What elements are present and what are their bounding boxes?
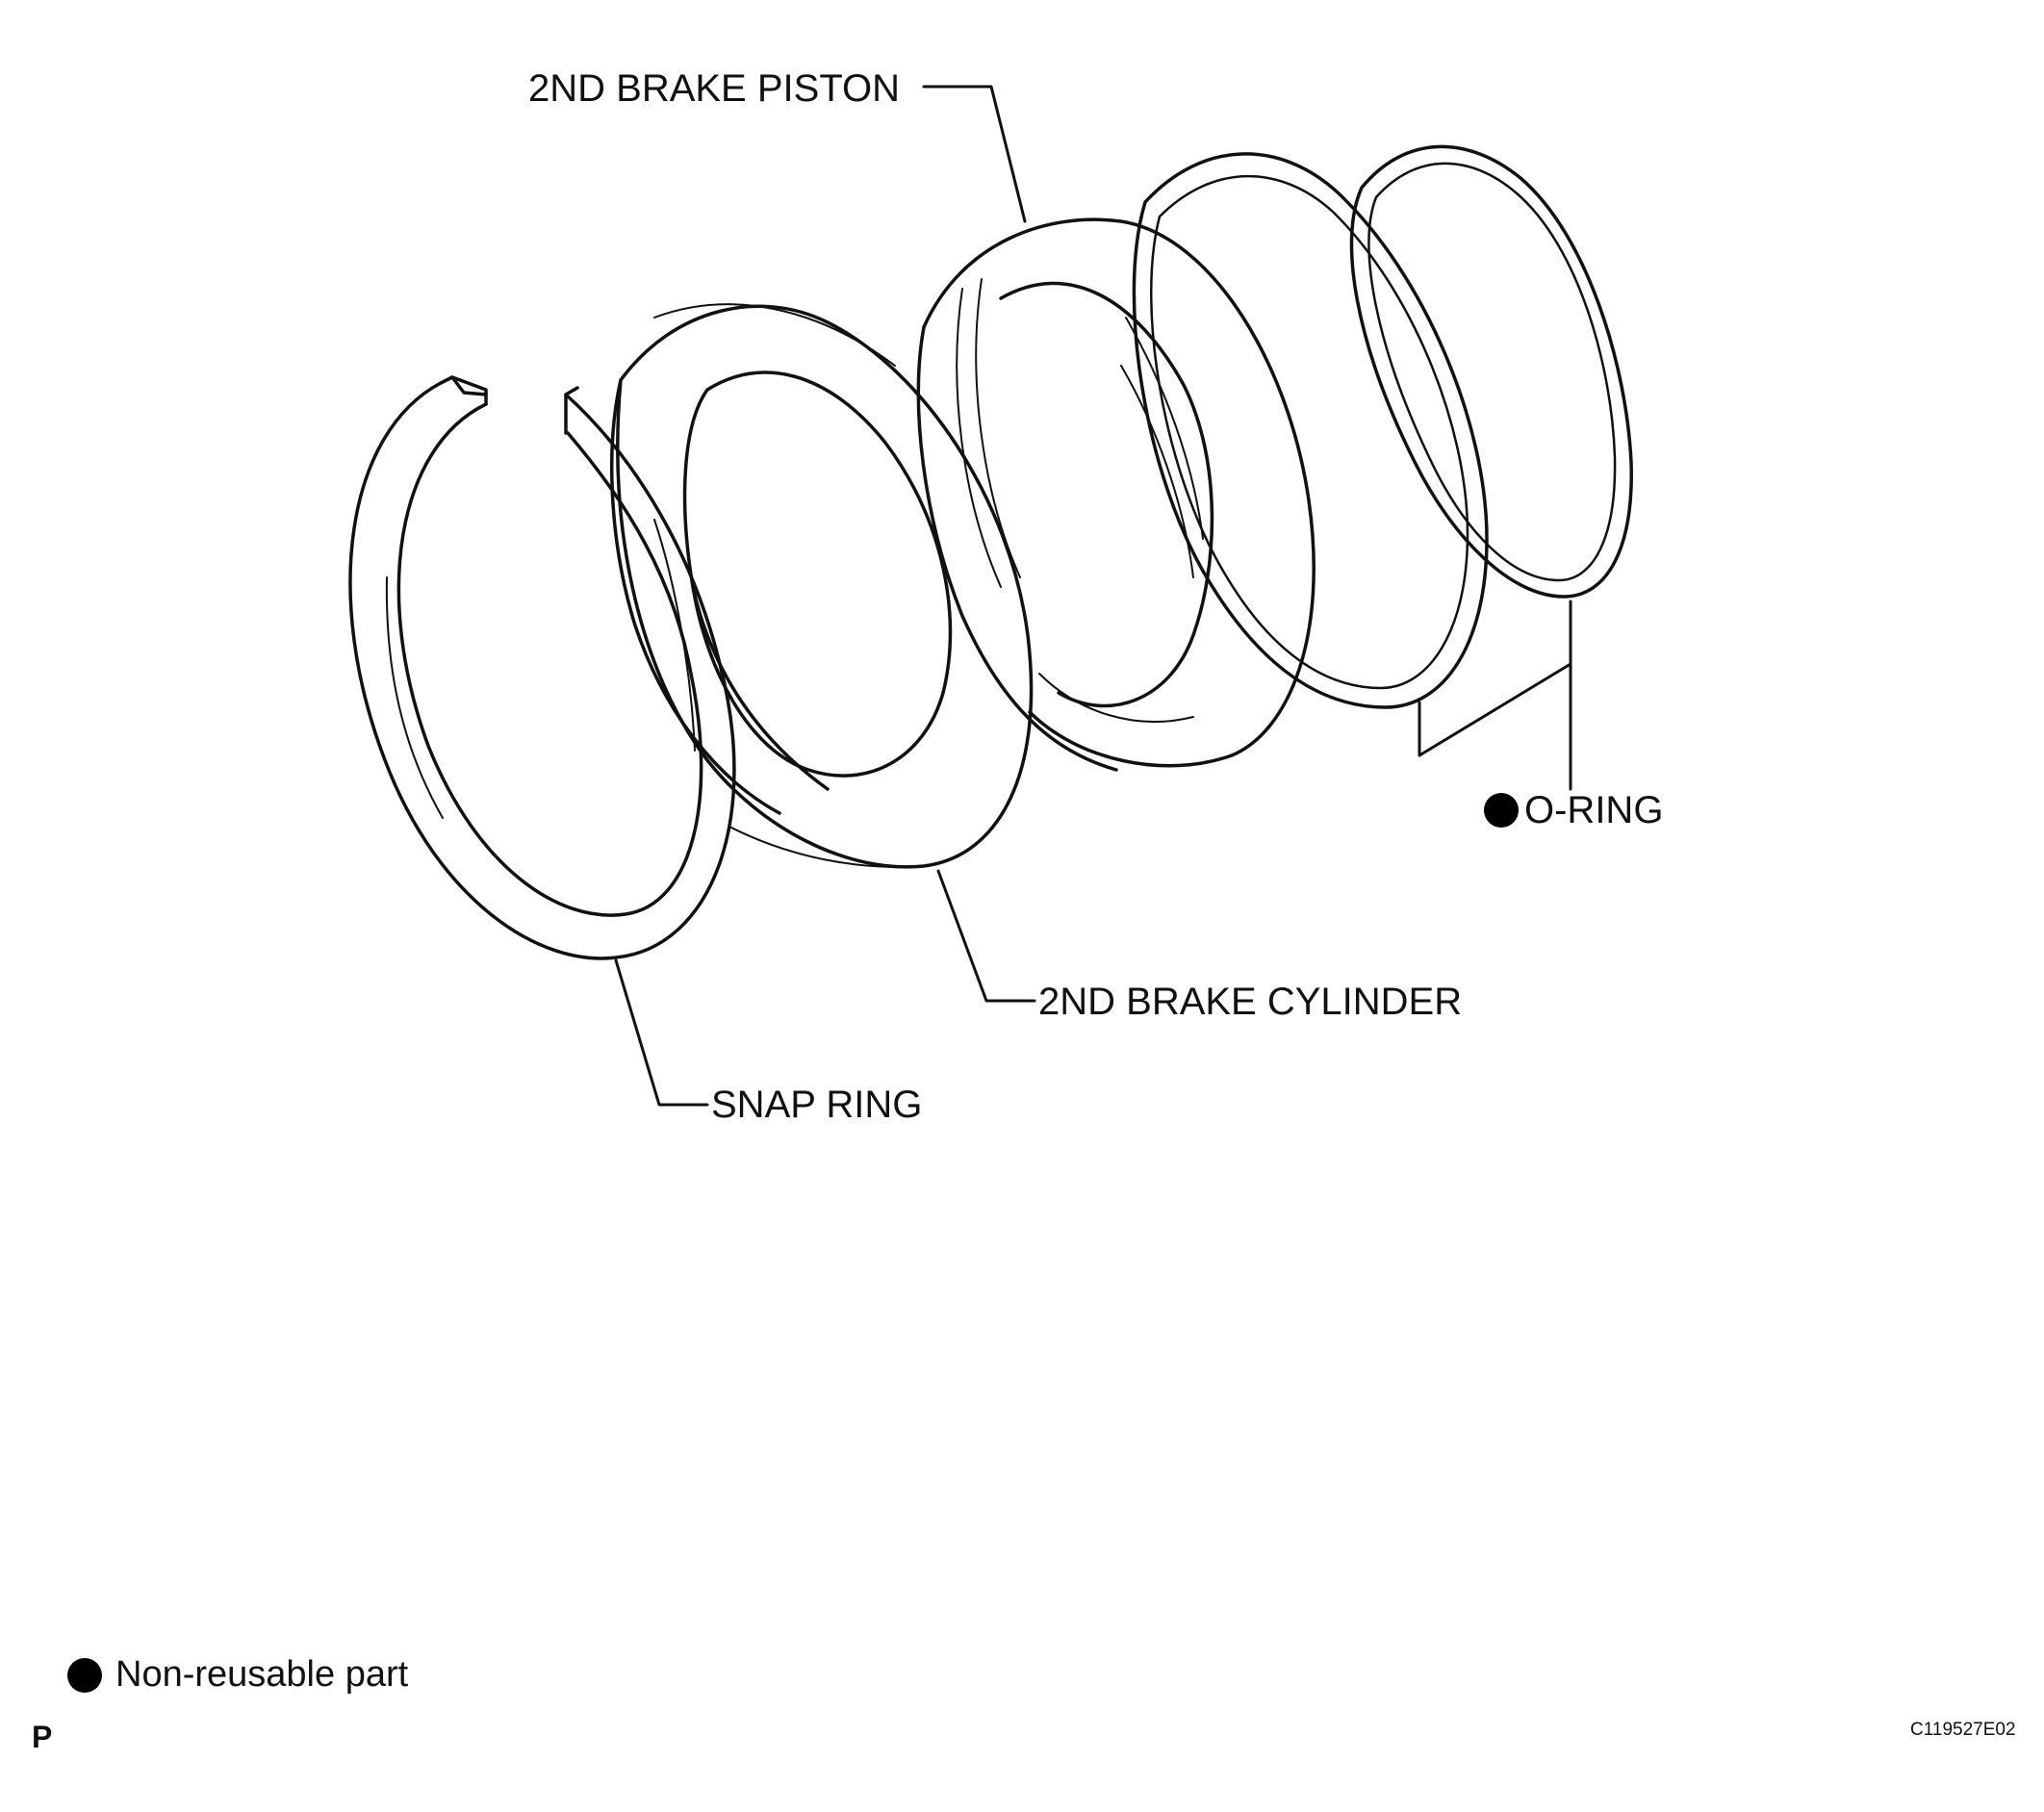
cylinder-leader (936, 869, 1036, 1003)
o-ring-bracket (1418, 662, 1572, 757)
legend: Non-reusable part (67, 1653, 408, 1696)
corner-letter: P (32, 1720, 53, 1754)
leader-lines (614, 85, 1572, 1107)
snap-ring-leader (614, 958, 709, 1107)
cylinder-label: 2ND BRAKE CYLINDER (1038, 981, 1463, 1023)
o-ring-label: O-RING (1484, 789, 1663, 829)
non-reusable-marker-icon (1484, 793, 1519, 829)
brake-piston-part (916, 217, 1316, 772)
legend-text: Non-reusable part (115, 1654, 409, 1696)
figure-code: C119527E02 (1910, 1720, 2016, 1740)
snap-ring-label: SNAP RING (711, 1084, 923, 1126)
snap-ring-part (348, 375, 736, 960)
piston-label: 2ND BRAKE PISTON (528, 67, 901, 110)
piston-leader (922, 85, 1027, 223)
o-ring-part-2 (1349, 144, 1633, 599)
brake-cylinder-part (609, 303, 1034, 869)
legend-marker-icon (67, 1657, 102, 1693)
o-ring-label-text: O-RING (1524, 789, 1664, 832)
o-ring-part-1 (1132, 152, 1489, 709)
